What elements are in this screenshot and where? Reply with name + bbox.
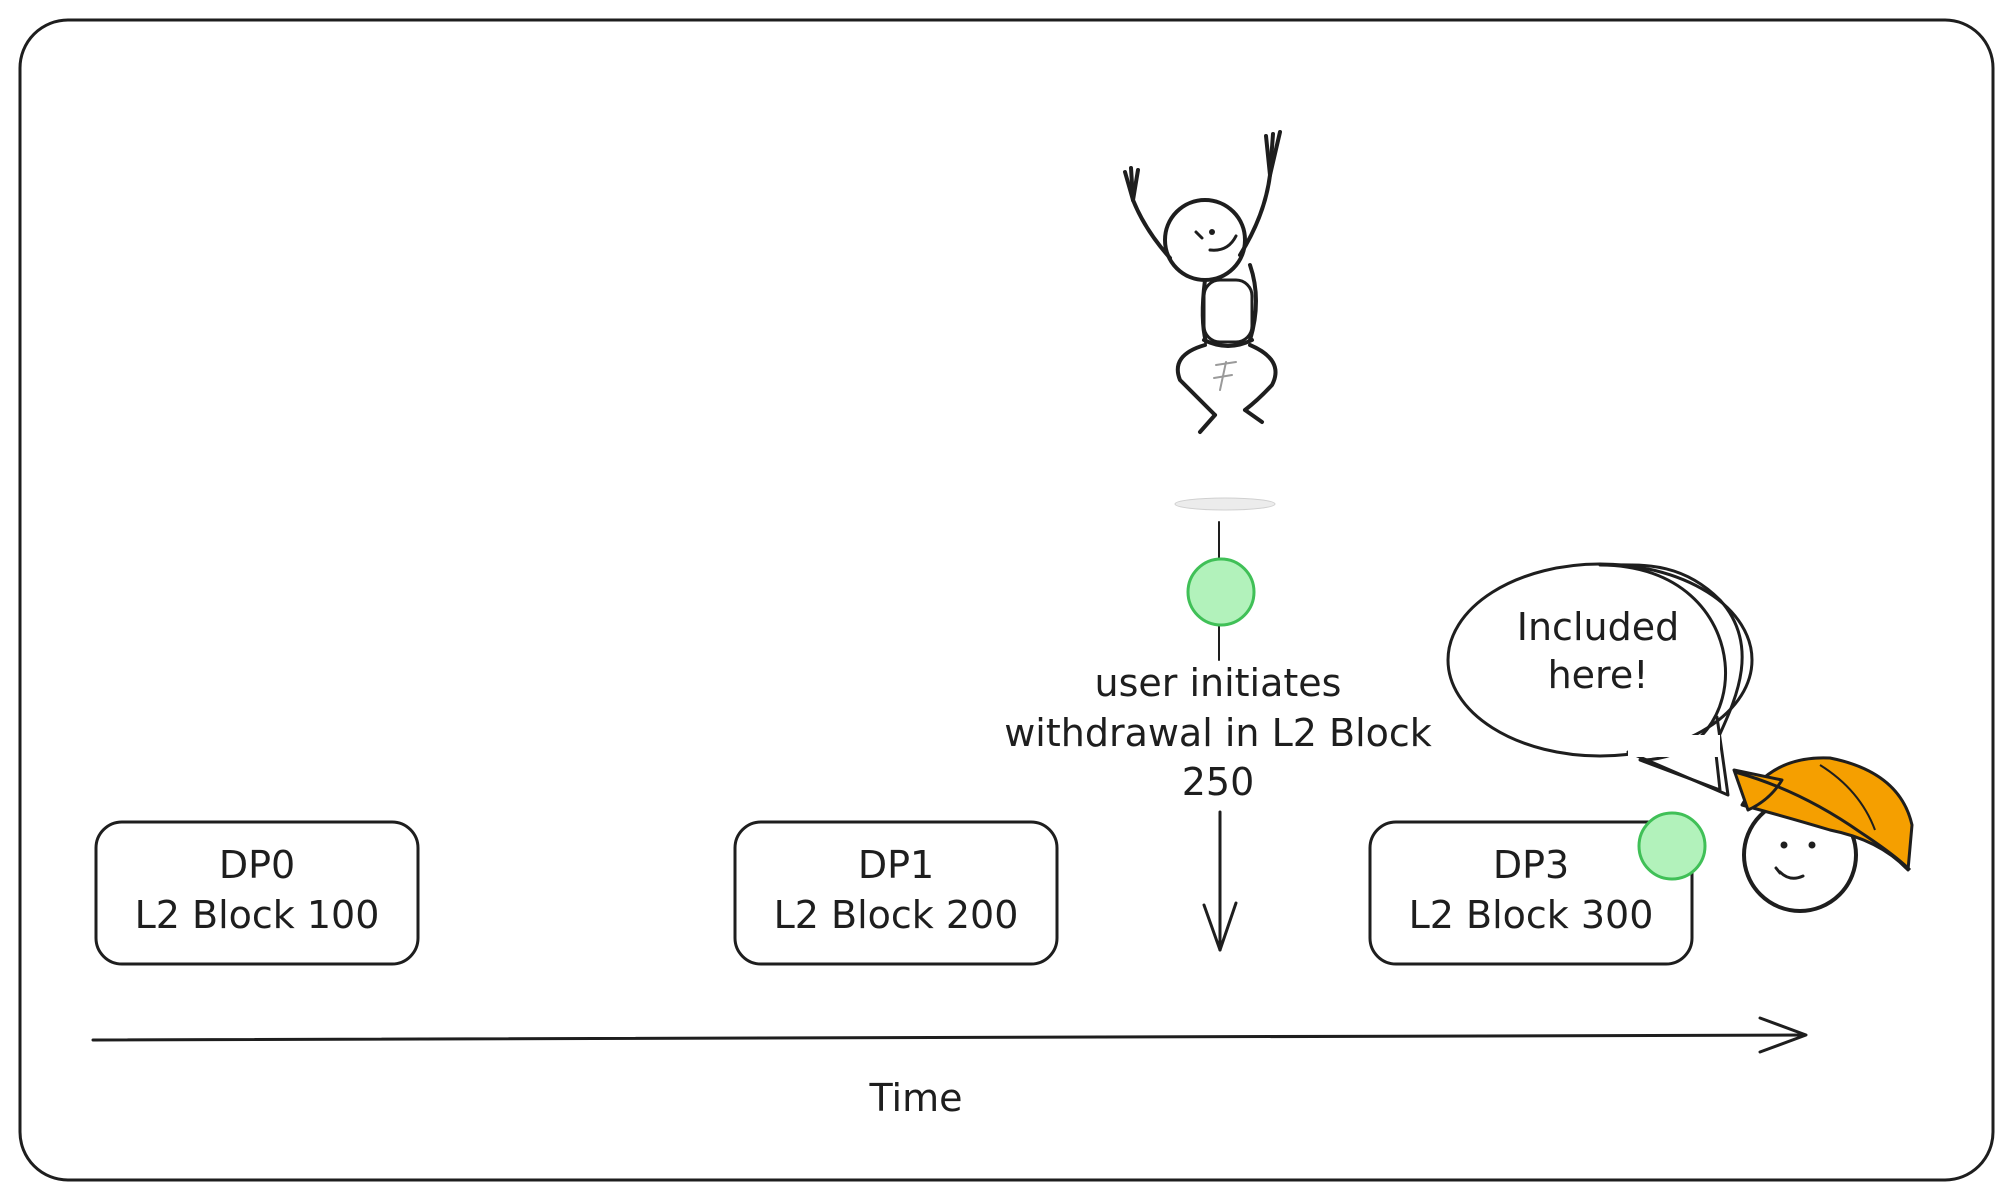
checkpoint-dp0: DP0 L2 Block 100 [94, 820, 420, 966]
bubble-text-line2: here! [1548, 653, 1649, 697]
event-label-line1: user initiates [1095, 661, 1342, 705]
figure-shadow [1174, 497, 1276, 511]
outer-frame [18, 18, 1995, 1182]
hard-hat-character-icon [1732, 756, 1914, 913]
event-down-arrow [1202, 810, 1238, 952]
jumping-stick-figure-icon [1123, 130, 1282, 434]
checkpoint-block: L2 Block 100 [135, 893, 380, 937]
speech-bubble: Included here! [1446, 562, 1754, 797]
inclusion-marker [1637, 811, 1707, 881]
bubble-text-line1: Included [1517, 605, 1679, 649]
checkpoint-dp3: DP3 L2 Block 300 [1368, 820, 1694, 966]
time-axis-label: Time [869, 1076, 963, 1120]
checkpoint-title: DP3 [1493, 843, 1569, 887]
checkpoint-dp1: DP1 L2 Block 200 [733, 820, 1059, 966]
withdrawal-marker [1186, 557, 1256, 627]
checkpoint-block: L2 Block 200 [774, 893, 1019, 937]
timeline-arrow [91, 1016, 1808, 1054]
checkpoint-block: L2 Block 300 [1409, 893, 1654, 937]
checkpoint-title: DP0 [219, 843, 295, 887]
checkpoint-title: DP1 [858, 843, 934, 887]
event-label-line2: withdrawal in L2 Block [1004, 711, 1432, 755]
event-label-line3: 250 [1182, 760, 1255, 804]
